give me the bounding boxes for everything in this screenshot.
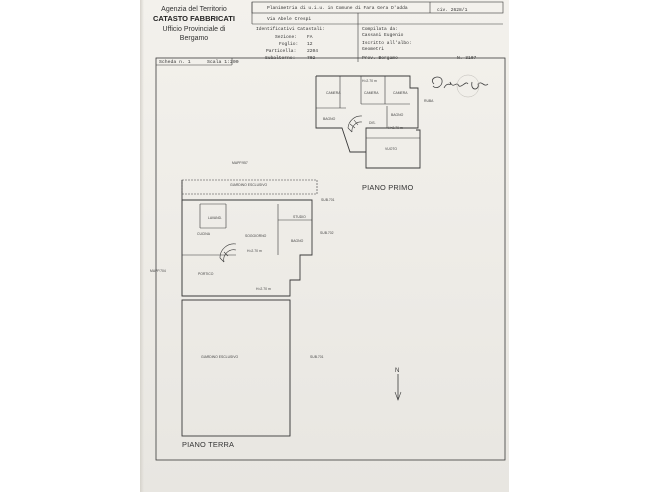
room-portico: PORTICO (198, 272, 214, 276)
room-giardino-esclusivo: GIARDINO ESCLUSIVO (201, 355, 239, 359)
piano-terra-label: PIANO TERRA (182, 440, 235, 449)
room-ruba: RUBA (424, 99, 434, 103)
north-label: N (395, 368, 400, 374)
particella-value: 2204 (307, 49, 319, 54)
prov-number: N. 3107 (457, 56, 477, 61)
north-arrow-head (394, 391, 402, 401)
room-camera-1: CAMERA (326, 91, 341, 95)
piano-primo-plan (315, 75, 421, 169)
document-number: civ. 2628/1 (437, 8, 468, 13)
scheda-number: Scheda n. 1 (159, 60, 191, 65)
label-sub-702: SUB.702 (320, 231, 334, 235)
sheet-shadow (140, 0, 144, 492)
subalterno-label: Subalterno: (265, 56, 296, 61)
compilata-name: Cassani Eugenio (362, 33, 404, 38)
piano-primo-label: PIANO PRIMO (362, 183, 414, 192)
identificativi-label: Identificativi Catastali: (256, 27, 325, 32)
document-sheet (140, 0, 509, 492)
sezione-label: Sezione: (275, 35, 298, 40)
prov-label: Prov. Bergamo (362, 56, 398, 61)
agency-name: Agenzia del Territorio (161, 6, 227, 13)
main-frame (155, 57, 506, 461)
room-bagno-2: BAGNO (391, 113, 404, 117)
ufficio-city: Bergamo (179, 35, 209, 42)
title-box (251, 1, 504, 14)
foglio-label: Foglio: (279, 42, 299, 47)
address: Via Abele Crespi (267, 17, 312, 22)
planimetria-title: Planimetria di u.i.u. in Comune di Fara … (267, 6, 408, 11)
piano-terra-plan (181, 179, 318, 437)
iscritto-value: Geometri (362, 47, 385, 52)
particella-label: Particella: (266, 49, 297, 54)
sezione-value: FA (307, 35, 313, 40)
room-camera-2: CAMERA (364, 91, 379, 95)
room-lavand: LAVAND. (208, 216, 223, 220)
room-soggiorno: SOGGIORNO (245, 234, 267, 238)
room-giardino-top: GIARDINO ESCLUSIVO (230, 183, 268, 187)
room-bagno-1: BAGNO (323, 117, 336, 121)
floor-plan-drawing (155, 1, 506, 461)
label-mapp-957: MAPP.957 (232, 161, 248, 165)
iscritto-label: Iscritto all'albo: (362, 41, 412, 46)
label-sub-701-garden: SUB.701 (310, 355, 324, 359)
scala: Scala 1:200 (207, 60, 239, 65)
room-cucina: CUCINA (197, 232, 210, 236)
catasto-title: CATASTO FABBRICATI (153, 14, 235, 23)
room-vuoto: VUOTO (385, 147, 397, 151)
compilata-label: Compilata da: (362, 27, 398, 32)
room-studio: STUDIO (293, 215, 306, 219)
room-dis: DIS. (369, 121, 376, 125)
signature (432, 74, 489, 98)
room-bagno-terra: BAGNO (291, 239, 304, 243)
label-sub-701: SUB.701 (321, 198, 335, 202)
height-primo-2: H=2.70 m (388, 126, 403, 130)
label-mapp-704: MAPP.704 (150, 269, 166, 273)
height-primo-1: H=2.70 m (362, 79, 377, 83)
height-terra-1: H=2.70 m (247, 249, 262, 253)
foglio-value: 12 (307, 42, 313, 47)
ufficio-label: Ufficio Provinciale di (162, 26, 226, 33)
room-camera-3: CAMERA (393, 91, 408, 95)
subalterno-value: 702 (307, 56, 316, 61)
height-terra-2: H=2.70 m (256, 287, 271, 291)
